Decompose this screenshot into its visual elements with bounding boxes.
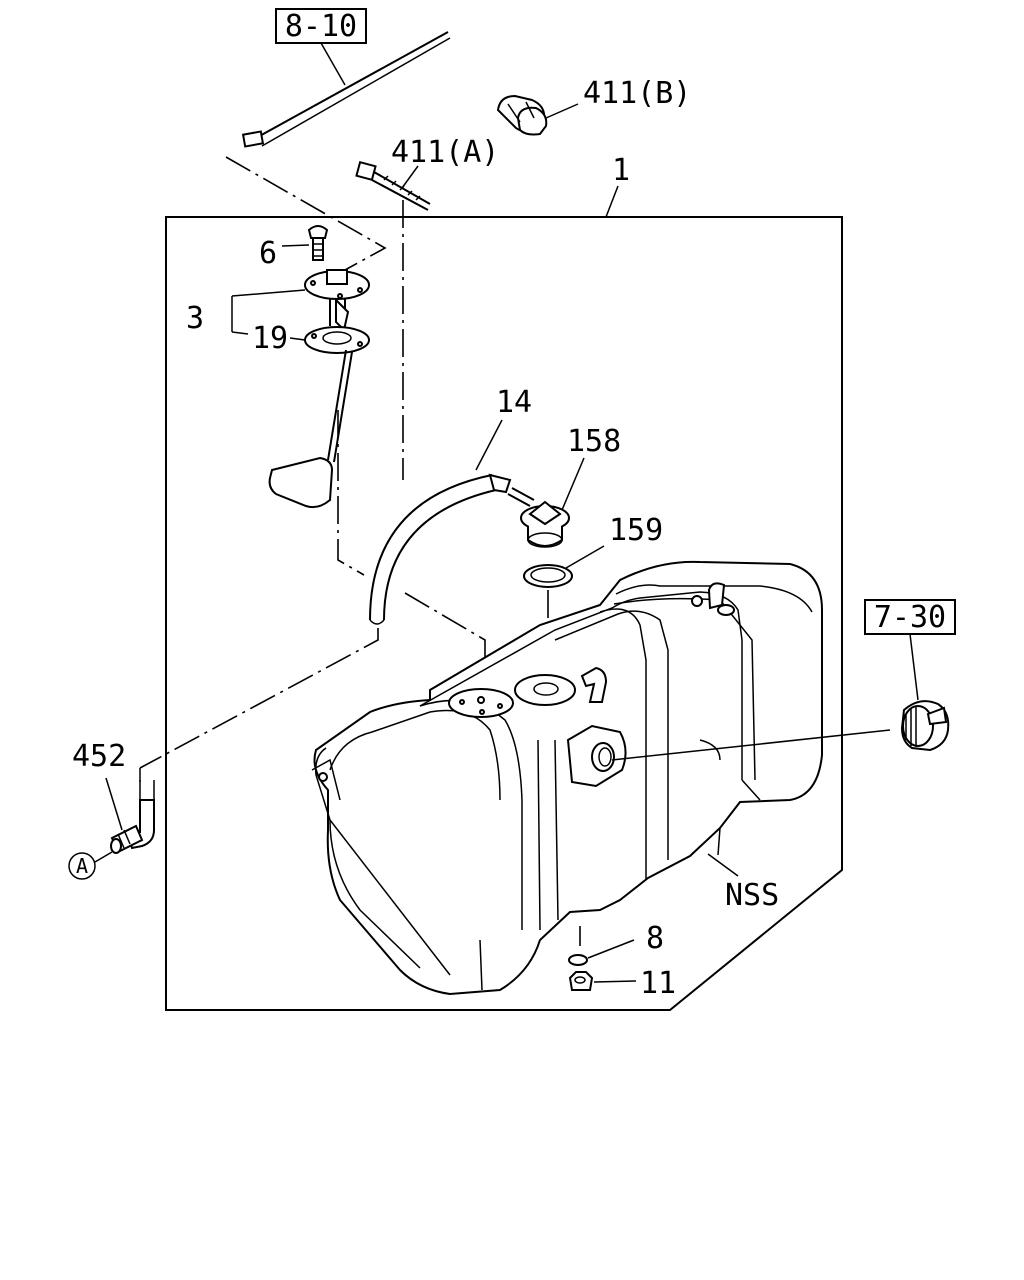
label-nss: NSS bbox=[725, 878, 779, 913]
harness-strap bbox=[255, 31, 449, 139]
label-8: 8 bbox=[646, 921, 664, 956]
fuel-tank bbox=[311, 560, 823, 996]
leader-411a bbox=[401, 165, 419, 189]
marker-a-label: A bbox=[76, 854, 88, 878]
harness-routing-line bbox=[225, 156, 387, 271]
leader-452 bbox=[105, 777, 123, 831]
cap-routing-line bbox=[611, 729, 891, 761]
label-1: 1 bbox=[612, 153, 630, 188]
ref-label-7-30: 7-30 bbox=[874, 600, 946, 635]
label-14: 14 bbox=[496, 385, 532, 420]
label-158: 158 bbox=[567, 424, 621, 459]
leader-8-10 bbox=[320, 42, 346, 86]
label-11: 11 bbox=[640, 966, 676, 1001]
pump-routing-line bbox=[337, 410, 365, 576]
harness-strap-edge bbox=[261, 37, 451, 147]
label-452: 452 bbox=[72, 739, 126, 774]
pump-module bbox=[329, 297, 350, 332]
harness-connector bbox=[241, 130, 265, 148]
leader-a bbox=[94, 851, 113, 863]
leader-8 bbox=[587, 939, 635, 959]
leader-nss bbox=[707, 853, 739, 877]
label-6: 6 bbox=[259, 236, 277, 271]
leader-159 bbox=[565, 545, 605, 569]
leader-14 bbox=[475, 419, 503, 471]
filler-cap bbox=[900, 700, 950, 752]
leader-11 bbox=[593, 980, 637, 983]
washer-8 bbox=[568, 954, 588, 966]
label-19: 19 bbox=[252, 321, 288, 356]
fuel-level-float-arm bbox=[268, 349, 353, 509]
leader-158 bbox=[561, 457, 585, 511]
marker-a-circle bbox=[68, 852, 96, 880]
label-159: 159 bbox=[609, 513, 663, 548]
hose-routing-line bbox=[139, 628, 379, 769]
pump-flange-19 bbox=[304, 326, 370, 354]
label-411b: 411(B) bbox=[583, 76, 691, 111]
leader-6 bbox=[281, 244, 310, 247]
leader-411b bbox=[545, 103, 579, 119]
ref-label-8-10: 8-10 bbox=[285, 9, 357, 44]
hose-14 bbox=[369, 473, 512, 625]
leader-19 bbox=[289, 337, 306, 341]
label-3: 3 bbox=[186, 301, 204, 336]
pump-cover-plate bbox=[304, 269, 370, 300]
valve-158 bbox=[507, 487, 570, 548]
elbow-452 bbox=[110, 780, 155, 854]
drain-plug-11 bbox=[568, 971, 594, 991]
leader-3 bbox=[231, 289, 306, 335]
gasket-159 bbox=[523, 564, 573, 588]
clip-411b bbox=[496, 94, 548, 136]
leader-1 bbox=[605, 185, 619, 218]
label-411a: 411(A) bbox=[391, 135, 499, 170]
screw-6 bbox=[307, 225, 329, 261]
leader-7-30 bbox=[909, 633, 919, 701]
assembly-boundary bbox=[165, 216, 843, 1011]
